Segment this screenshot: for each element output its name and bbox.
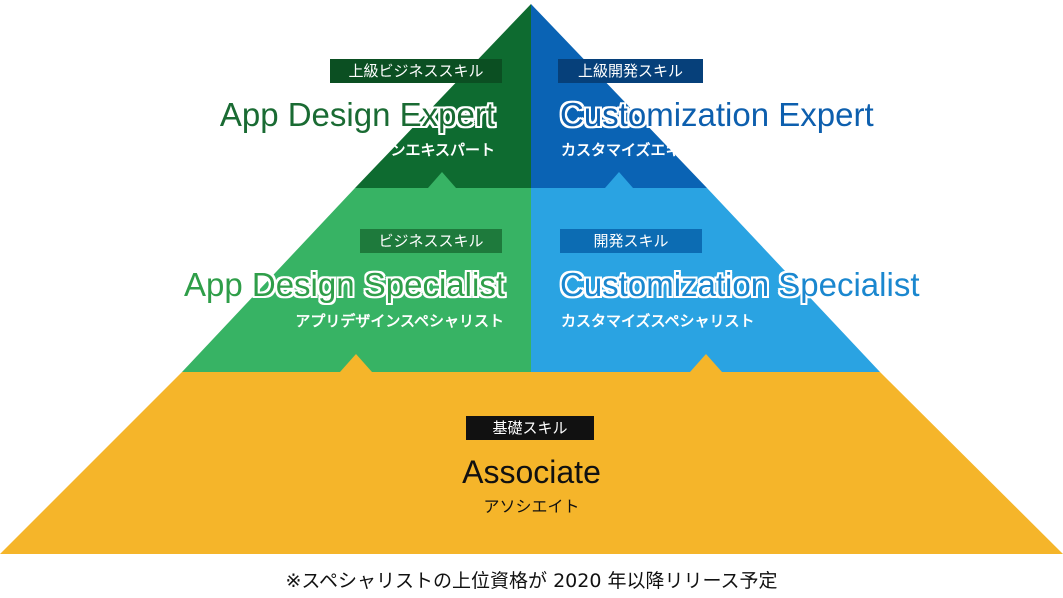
associate-tier: [0, 372, 1063, 554]
expert-dev-subtitle: カスタマイズエキスパート: [561, 141, 741, 159]
associate-subtitle: アソシエイト: [483, 497, 580, 516]
expert-business-tag: 上級ビジネススキル: [330, 59, 502, 83]
associate-tag: 基礎スキル: [466, 416, 594, 440]
specialist-business-title: App Design Specialist: [183, 266, 505, 303]
specialist-business-subtitle: アプリデザインスペシャリスト: [295, 312, 504, 330]
notch-arrow-specialist-dev: [690, 354, 722, 372]
expert-dev-tag: 上級開発スキル: [558, 59, 703, 83]
expert-dev-title: Customization Expert: [560, 96, 874, 133]
notch-arrow-specialist-business: [340, 354, 372, 372]
associate-title: Associate: [462, 454, 601, 490]
notch-arrow-expert-dev: [605, 172, 633, 188]
specialist-dev-subtitle: カスタマイズスペシャリスト: [561, 312, 755, 330]
specialist-dev-title: Customization Specialist: [560, 266, 920, 303]
specialist-dev-tag: 開発スキル: [560, 229, 702, 253]
specialist-business-tag: ビジネススキル: [360, 229, 502, 253]
expert-business-title: App Design Expert: [219, 96, 495, 133]
release-footnote: ※スペシャリストの上位資格が 2020 年以降リリース予定: [285, 570, 778, 592]
expert-dev-tier: [531, 4, 707, 188]
expert-business-tier: [355, 4, 531, 188]
expert-business-subtitle: アプリデザインエキスパート: [300, 141, 495, 159]
notch-arrow-expert-business: [428, 172, 456, 188]
